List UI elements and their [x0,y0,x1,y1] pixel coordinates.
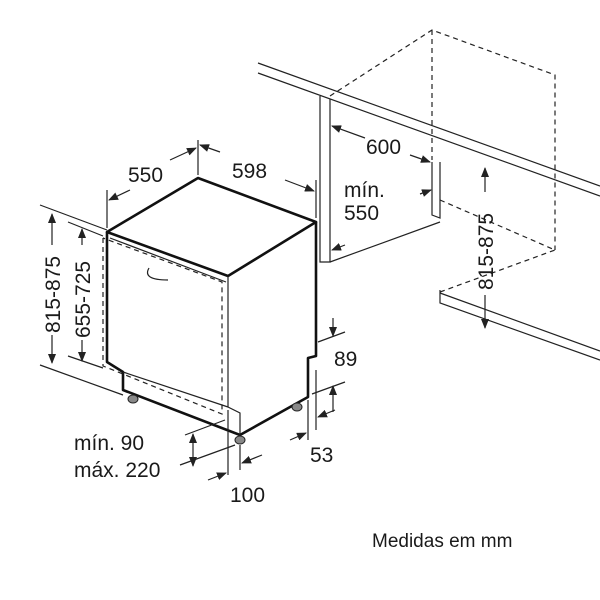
niche-height-label: 815-875 [475,213,498,290]
niche-depth-label-line2: 550 [344,202,379,225]
toe-kick-max-label: máx. 220 [74,459,160,482]
dimension-lines [39,125,489,481]
niche-width-label: 600 [366,136,401,159]
appliance-depth-label: 550 [128,164,163,187]
foot-icon [291,402,303,412]
toe-kick-depth-label: 100 [230,484,265,507]
appliance-height-label: 815-875 [42,256,65,333]
niche-depth-label-line1: mín. [344,179,385,202]
toe-kick-min-label: mín. 90 [74,432,144,455]
appliance-width-label: 598 [232,160,267,183]
units-caption: Medidas em mm [372,531,512,552]
plinth-depth-label: 53 [310,444,333,467]
cabinet-niche [257,29,600,361]
foot-icon [127,394,139,404]
plinth-height-label: 89 [334,348,357,371]
foot-icon [234,435,246,445]
dishwasher [102,176,318,445]
door-height-label: 655-725 [72,261,95,338]
door-handle-icon [146,267,169,281]
